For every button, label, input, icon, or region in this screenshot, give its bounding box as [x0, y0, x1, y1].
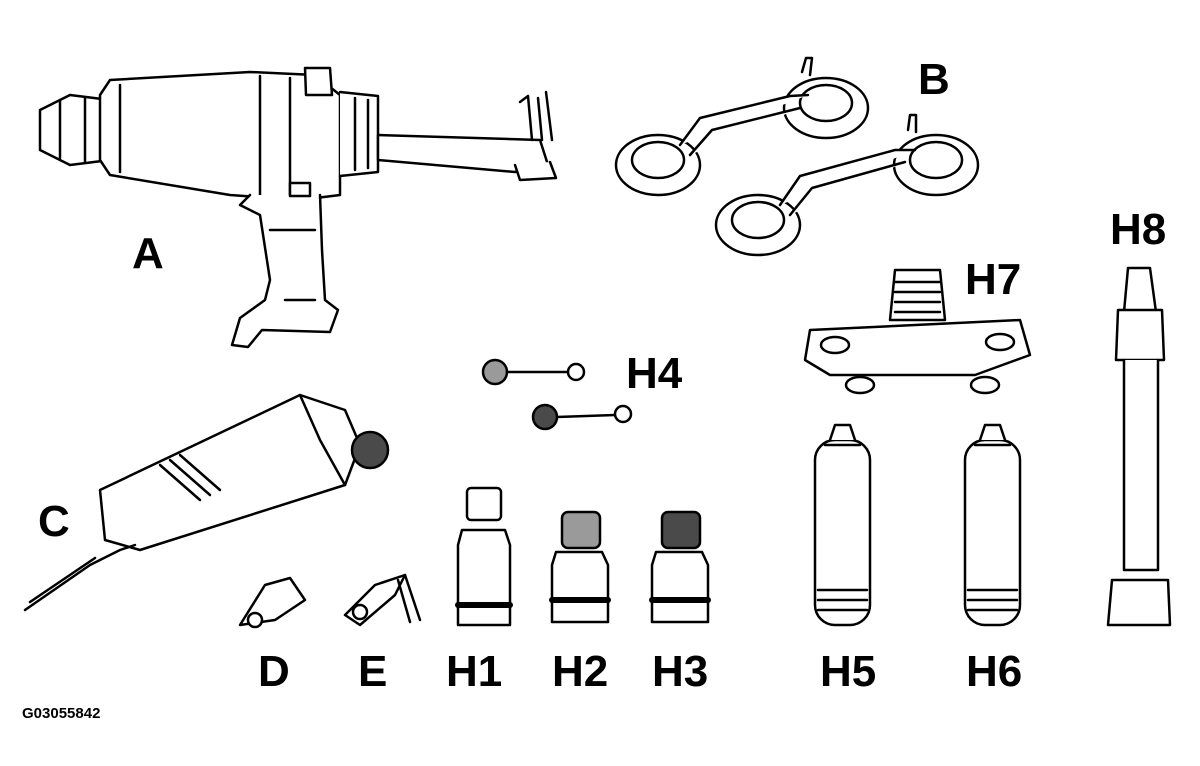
label-h8: H8 [1110, 205, 1167, 254]
rod-h8 [1106, 266, 1172, 627]
injector-h5 [813, 423, 872, 627]
electric-cutter-tool-c [23, 393, 390, 612]
label-c: C [38, 497, 70, 546]
pins-h4 [481, 358, 633, 431]
suction-cup-lifters-b [614, 56, 980, 257]
clip-tool-d [238, 576, 307, 629]
label-a: A [132, 229, 164, 278]
bottle-h2 [549, 510, 611, 624]
bridge-h7 [803, 268, 1032, 395]
label-h2: H2 [552, 647, 609, 696]
figure-id: G03055842 [22, 705, 101, 722]
injector-h6 [963, 423, 1022, 627]
label-e: E [358, 647, 388, 696]
label-h4: H4 [626, 349, 683, 398]
clip-tool-e [343, 573, 422, 627]
label-b: B [918, 55, 950, 104]
bottle-h1 [455, 486, 513, 627]
label-h6: H6 [966, 647, 1023, 696]
label-d: D [258, 647, 290, 696]
bottle-h3 [649, 510, 711, 624]
label-h3: H3 [652, 647, 709, 696]
label-h1: H1 [446, 647, 503, 696]
caulking-gun-tool-a [38, 66, 558, 349]
label-h5: H5 [820, 647, 877, 696]
label-h7: H7 [965, 255, 1022, 304]
